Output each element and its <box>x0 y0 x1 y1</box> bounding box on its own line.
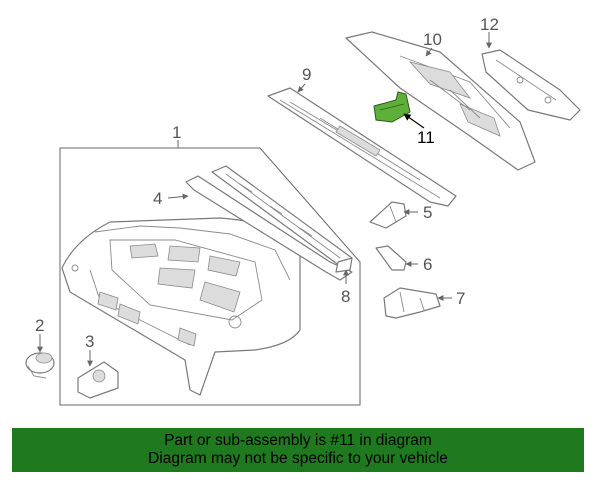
callout-5: 5 <box>423 203 432 222</box>
banner-line-1: Part or sub-assembly is #11 in diagram <box>164 432 432 449</box>
parts-diagram: 1 2 3 4 5 6 7 8 9 10 11 12 <box>25 15 581 406</box>
callout-1: 1 <box>172 123 181 142</box>
group-outline <box>59 147 361 406</box>
callout-2: 2 <box>35 316 44 335</box>
banner-line-2: Diagram may not be specific to your vehi… <box>148 450 448 467</box>
callout-4: 4 <box>153 189 162 208</box>
part-8-rail <box>211 165 353 273</box>
callout-11: 11 <box>417 128 435 147</box>
part-2-grommet <box>25 352 55 379</box>
callout-10: 10 <box>423 30 442 49</box>
callout-8: 8 <box>341 287 350 306</box>
part-3-plate <box>77 361 119 399</box>
callout-3: 3 <box>85 332 94 351</box>
part-1-package-tray <box>61 217 301 396</box>
part-12-side-trim <box>481 49 581 121</box>
part-7-trim-bracket <box>383 287 441 319</box>
callout-12: 12 <box>480 15 499 34</box>
callout-6: 6 <box>423 255 432 274</box>
callout-9: 9 <box>302 65 311 84</box>
info-banner: Part or sub-assembly is #11 in diagram D… <box>12 428 584 472</box>
part-10-rear-shelf <box>345 31 536 171</box>
part-11-bracket-highlighted <box>373 91 411 123</box>
part-9-cargo-cover <box>267 87 457 207</box>
part-6-clip <box>375 245 407 271</box>
callout-7: 7 <box>456 289 465 308</box>
part-5-bracket <box>369 201 407 229</box>
